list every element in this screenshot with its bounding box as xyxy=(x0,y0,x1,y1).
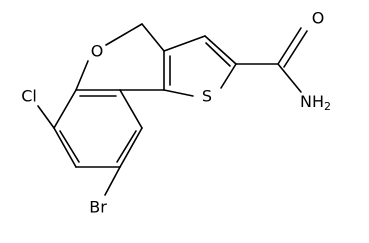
bond xyxy=(119,89,143,129)
bond xyxy=(204,35,237,65)
bond xyxy=(220,63,237,89)
bond xyxy=(141,23,165,52)
bond xyxy=(119,127,143,168)
amide-nitrogen-label: NH2 xyxy=(300,92,331,113)
bond xyxy=(75,60,89,91)
amide-nh-text: NH xyxy=(300,92,324,111)
bond xyxy=(277,63,302,93)
bond xyxy=(163,35,206,52)
bond xyxy=(37,105,55,129)
bond xyxy=(53,89,77,129)
amide-h-subscript: 2 xyxy=(324,100,331,113)
bonds xyxy=(37,23,308,196)
double-bond-inner xyxy=(59,130,80,163)
bromine-label: Br xyxy=(89,198,107,217)
carbonyl-oxygen-label: O xyxy=(312,9,325,28)
bond xyxy=(163,89,194,97)
bond xyxy=(105,23,143,46)
chlorine-label: Cl xyxy=(21,87,37,106)
bond xyxy=(53,127,77,168)
bond xyxy=(104,166,121,196)
atom-labels: O S Cl Br O NH2 xyxy=(21,9,331,217)
sulfur-label: S xyxy=(202,87,212,106)
double-bond-inner xyxy=(116,130,137,163)
bond xyxy=(277,27,302,65)
ring-oxygen-label: O xyxy=(91,42,104,61)
bond xyxy=(283,30,308,68)
double-bond-inner xyxy=(205,42,231,67)
